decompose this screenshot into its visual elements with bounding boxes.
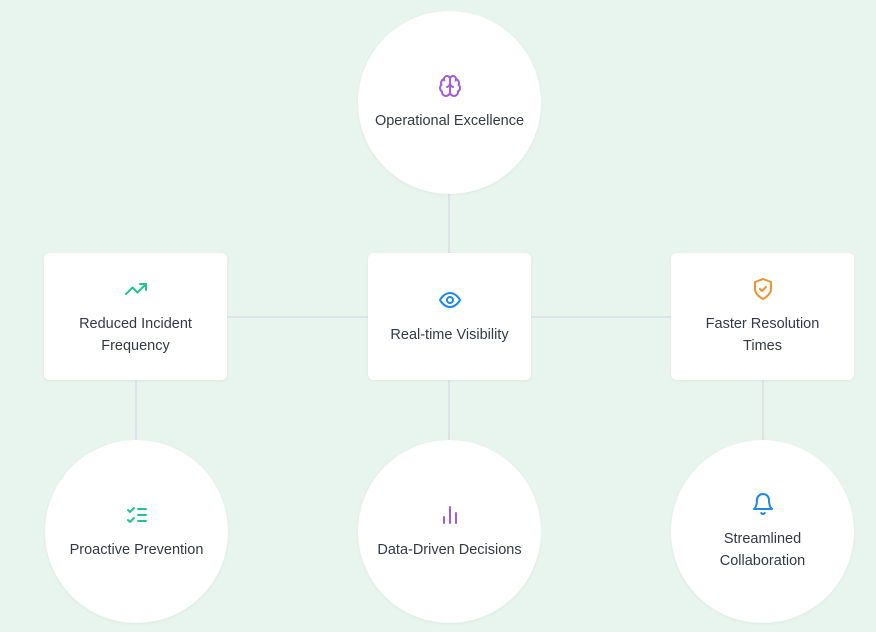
node-real-time-visibility: Real-time Visibility bbox=[368, 253, 531, 380]
connector-right-bottom-right bbox=[762, 380, 764, 442]
bell-icon bbox=[752, 492, 773, 515]
node-data-driven-decisions: Data-Driven Decisions bbox=[358, 440, 541, 623]
bar-chart-icon bbox=[442, 505, 457, 524]
node-reduced-incident-frequency: Reduced Incident Frequency bbox=[44, 253, 227, 380]
list-checks-icon bbox=[126, 506, 147, 523]
node-label: Operational Excellence bbox=[374, 112, 525, 129]
connector-center-bottom-center bbox=[448, 380, 450, 442]
node-streamlined-collaboration: Streamlined Collaboration bbox=[671, 440, 854, 623]
connector-top-center bbox=[448, 192, 450, 254]
connector-center-right bbox=[530, 316, 672, 318]
node-label: Real-time Visibility bbox=[390, 326, 509, 343]
node-label: Data-Driven Decisions bbox=[377, 541, 522, 558]
brain-icon bbox=[438, 74, 461, 97]
node-label: Streamlined Collaboration bbox=[719, 530, 806, 569]
node-label: Proactive Prevention bbox=[69, 541, 204, 558]
shield-check-icon bbox=[753, 277, 772, 300]
node-label: Faster Resolution Times bbox=[705, 315, 820, 354]
connector-left-center bbox=[227, 316, 369, 318]
node-label: Reduced Incident Frequency bbox=[79, 315, 192, 354]
trending-up-icon bbox=[124, 282, 147, 295]
node-proactive-prevention: Proactive Prevention bbox=[45, 440, 228, 623]
node-faster-resolution-times: Faster Resolution Times bbox=[671, 253, 854, 380]
node-operational-excellence: Operational Excellence bbox=[358, 11, 541, 194]
eye-icon bbox=[438, 291, 461, 308]
connector-left-bottom-left bbox=[135, 380, 137, 442]
